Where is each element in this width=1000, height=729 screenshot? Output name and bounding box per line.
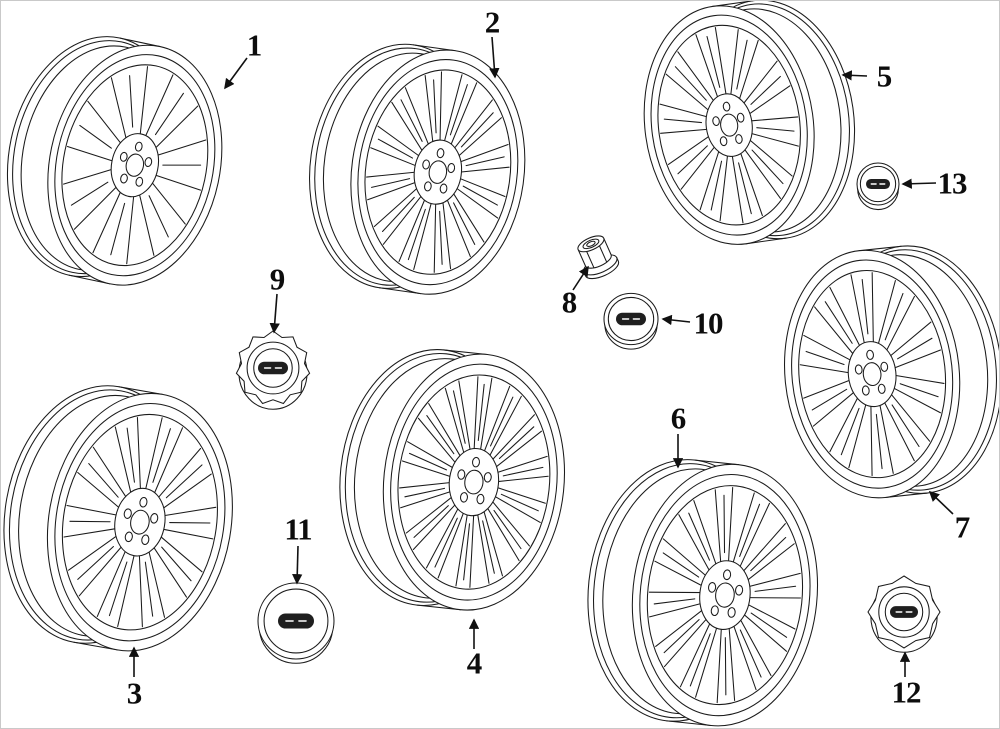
callout-label-9: 9 xyxy=(269,261,285,297)
wheel-5-illustration xyxy=(629,1,869,256)
wheel-7-illustration xyxy=(773,237,1000,506)
callout-label-3: 3 xyxy=(126,675,142,711)
callout-label-4: 4 xyxy=(466,645,482,681)
center-cap-9-illustration xyxy=(236,331,309,409)
callout-label-5: 5 xyxy=(876,58,892,94)
callout-label-13: 13 xyxy=(937,165,968,201)
callout-label-8: 8 xyxy=(561,284,577,320)
center-cap-12-illustration xyxy=(868,576,940,652)
callout-label-6: 6 xyxy=(670,400,686,436)
wheel-1-illustration xyxy=(1,20,243,301)
center-cap-11-illustration xyxy=(258,583,334,663)
wheel-2-illustration xyxy=(294,33,540,306)
wheel-3-illustration xyxy=(1,371,252,666)
callout-label-10: 10 xyxy=(693,305,724,341)
callout-label-11: 11 xyxy=(284,511,312,547)
callout-label-12: 12 xyxy=(891,674,922,710)
center-cap-13-illustration xyxy=(857,163,899,210)
callout-arrows xyxy=(128,36,954,677)
center-cap-10-illustration xyxy=(604,293,658,349)
callout-label-7: 7 xyxy=(954,509,970,545)
wheel-4-illustration xyxy=(327,341,576,620)
wheel-6-illustration xyxy=(575,450,830,729)
lug-nut-8-illustration xyxy=(572,231,621,283)
callout-label-2: 2 xyxy=(484,4,500,40)
callout-label-1: 1 xyxy=(246,27,262,63)
